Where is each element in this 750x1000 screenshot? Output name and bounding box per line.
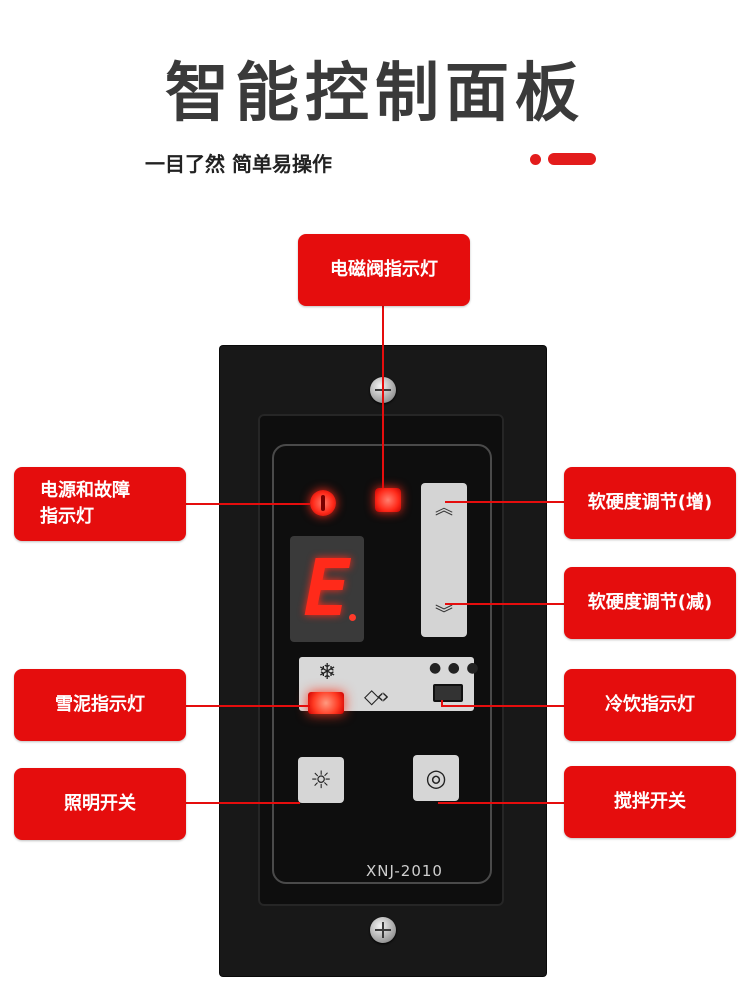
display-window [290,536,364,642]
page-title: 智能控制面板 [165,57,585,131]
softness-up-button[interactable]: ︽ [421,487,467,527]
leader-light [186,802,300,804]
softness-adjust-strip: ︽ ︾ [421,483,467,637]
callout-power-fault: 电源和故障 指示灯 [14,467,186,541]
callout-power-fault-line1: 电源和故障 [40,479,130,501]
leader-cold [441,705,565,707]
page-subtitle: 一目了然 简单易操作 [145,152,332,176]
softness-down-button[interactable]: ︾ [421,593,467,633]
chevron-down-icon: ︾ [435,604,453,625]
decor-bar [548,153,596,165]
callout-slush: 雪泥指示灯 [14,669,186,741]
leader-slush [186,705,310,707]
power-fault-led [310,490,336,516]
light-icon: ☼ [310,766,332,794]
callout-power-fault-line2: 指示灯 [40,506,94,527]
segment-display: E [303,544,351,634]
diamond-arrows-icon[interactable]: ◇‹› [364,684,389,708]
snowflake-icon: ❄ [318,660,337,685]
callout-solenoid: 电磁阀指示灯 [298,234,470,306]
leader-power [186,503,310,505]
solenoid-valve-led [375,488,401,512]
leader-up [445,501,565,503]
callout-softness-up: 软硬度调节(增) [564,467,736,539]
callout-softness-down: 软硬度调节(减) [564,567,736,639]
bottom-screw-icon [370,917,396,943]
stir-switch-button[interactable]: ◎ [413,755,459,801]
callout-cold-drink: 冷饮指示灯 [564,669,736,741]
leader-solenoid [382,304,384,488]
leader-down [445,603,565,605]
model-label: XNJ-2010 [360,862,449,880]
leader-stir [438,802,565,804]
callout-light: 照明开关 [14,768,186,840]
spiral-icon: ◎ [425,764,447,792]
chevron-up-icon: ︽ [435,498,453,519]
decor-dot [530,154,541,165]
display-decimal-dot [349,614,356,621]
leader-cold-vert [441,700,443,706]
cold-drink-led [433,684,463,702]
water-drops-icon: ● ● ● [429,660,480,676]
light-switch-button[interactable]: ☼ [298,757,344,803]
slush-led [308,692,344,714]
callout-stir: 搅拌开关 [564,766,736,838]
